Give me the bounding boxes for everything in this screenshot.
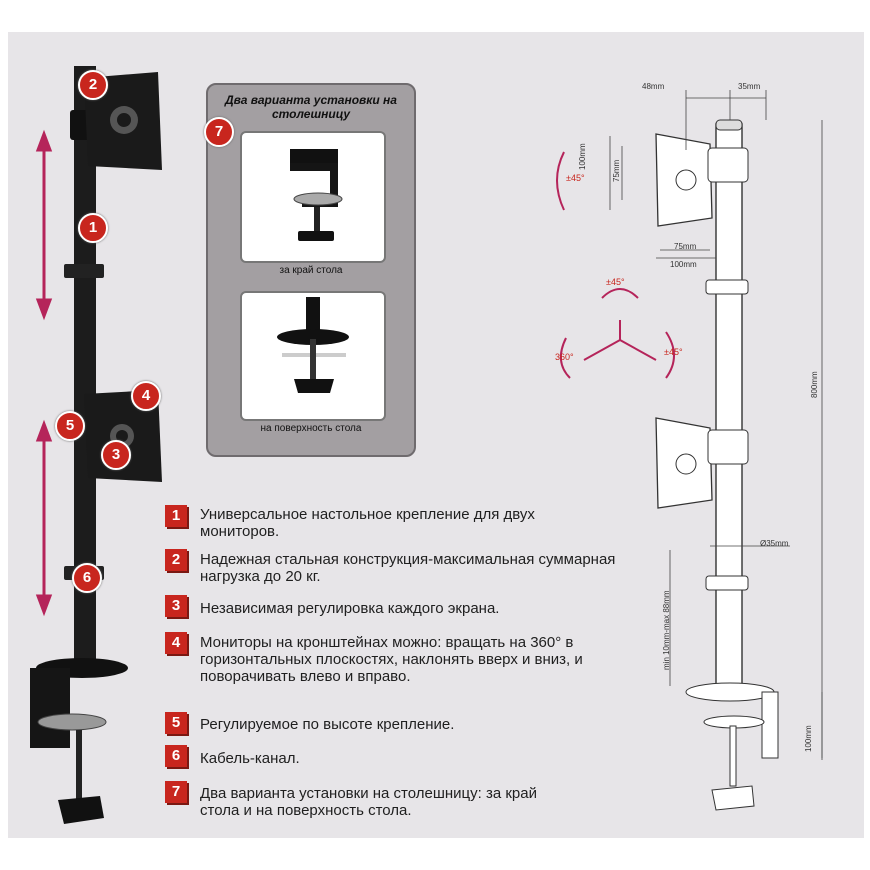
- dim-height: 800mm: [810, 371, 819, 398]
- pole-outline: [715, 123, 743, 695]
- dim-vesa-100-vertical: 100mm: [578, 143, 587, 170]
- variants-title: Два варианта установки на столешницу: [225, 93, 397, 121]
- callout-5: 5: [55, 411, 85, 441]
- feature-1-text: Универсальное настольное крепление для д…: [200, 506, 535, 540]
- callout-6: 6: [72, 563, 102, 593]
- height-arrow-lower: [35, 419, 53, 617]
- variants-badge: 7: [204, 117, 234, 147]
- angle-left: 360°: [555, 352, 574, 362]
- feature-7-badge: 7: [165, 781, 187, 803]
- height-arrow-upper: [35, 129, 53, 321]
- callout-4: 4: [131, 381, 161, 411]
- feature-3-text: Независимая регулировка каждого экрана.: [200, 600, 500, 617]
- surface-mount-image: [240, 291, 386, 421]
- callout-1: 1: [78, 213, 108, 243]
- collar-upper: [64, 264, 104, 278]
- feature-4-text: Мониторы на кронштейнах можно: вращать н…: [200, 634, 583, 685]
- clamp-knob: [58, 796, 104, 824]
- edge-mount-caption: за край стола: [279, 265, 343, 276]
- feature-3-badge: 3: [165, 595, 187, 617]
- feature-1-badge: 1: [165, 505, 187, 527]
- bracket-upper: [655, 133, 713, 227]
- feature-5-badge: 5: [165, 712, 187, 734]
- callout-2: 2: [78, 70, 108, 100]
- technical-drawing: [556, 90, 823, 811]
- angle-right: ±45°: [664, 347, 683, 357]
- dim-vesa-75-vertical: 75mm: [612, 159, 621, 182]
- dim-clamp-range: min 10mm-max 88mm: [662, 590, 671, 670]
- feature-4-badge: 4: [165, 632, 187, 654]
- dim-vesa-100-horizontal: 100mm: [670, 260, 697, 269]
- rotation-arrows: [556, 151, 675, 379]
- dim-pole-diameter: Ø35mm: [760, 539, 789, 548]
- feature-2-text: Надежная стальная конструкция-максимальн…: [200, 551, 616, 585]
- dim-clamp-height: 100mm: [804, 725, 813, 752]
- callout-3: 3: [101, 440, 131, 470]
- angle-top: ±45°: [606, 277, 625, 287]
- installation-variants-panel: Два варианта установки на столешницу 7 з…: [204, 83, 416, 457]
- feature-5-text: Регулируемое по высоте крепление.: [200, 716, 455, 733]
- edge-mount-image: [240, 131, 386, 263]
- surface-mount-caption: на поверхность стола: [260, 423, 362, 434]
- feature-2-badge: 2: [165, 549, 187, 571]
- bracket-lower: [655, 417, 713, 509]
- dim-offset-right: 35mm: [738, 82, 761, 91]
- product-illustration: [30, 66, 162, 824]
- clamp-body: [30, 668, 70, 748]
- angle-tilt: ±45°: [566, 173, 585, 183]
- dim-vesa-75-horizontal: 75mm: [674, 242, 697, 251]
- feature-7-text: Два варианта установки на столешницу: за…: [200, 785, 537, 819]
- feature-6-text: Кабель-канал.: [200, 750, 300, 767]
- feature-6-badge: 6: [165, 745, 187, 767]
- dim-offset-left: 48mm: [642, 82, 665, 91]
- dimension-lines: [609, 90, 823, 760]
